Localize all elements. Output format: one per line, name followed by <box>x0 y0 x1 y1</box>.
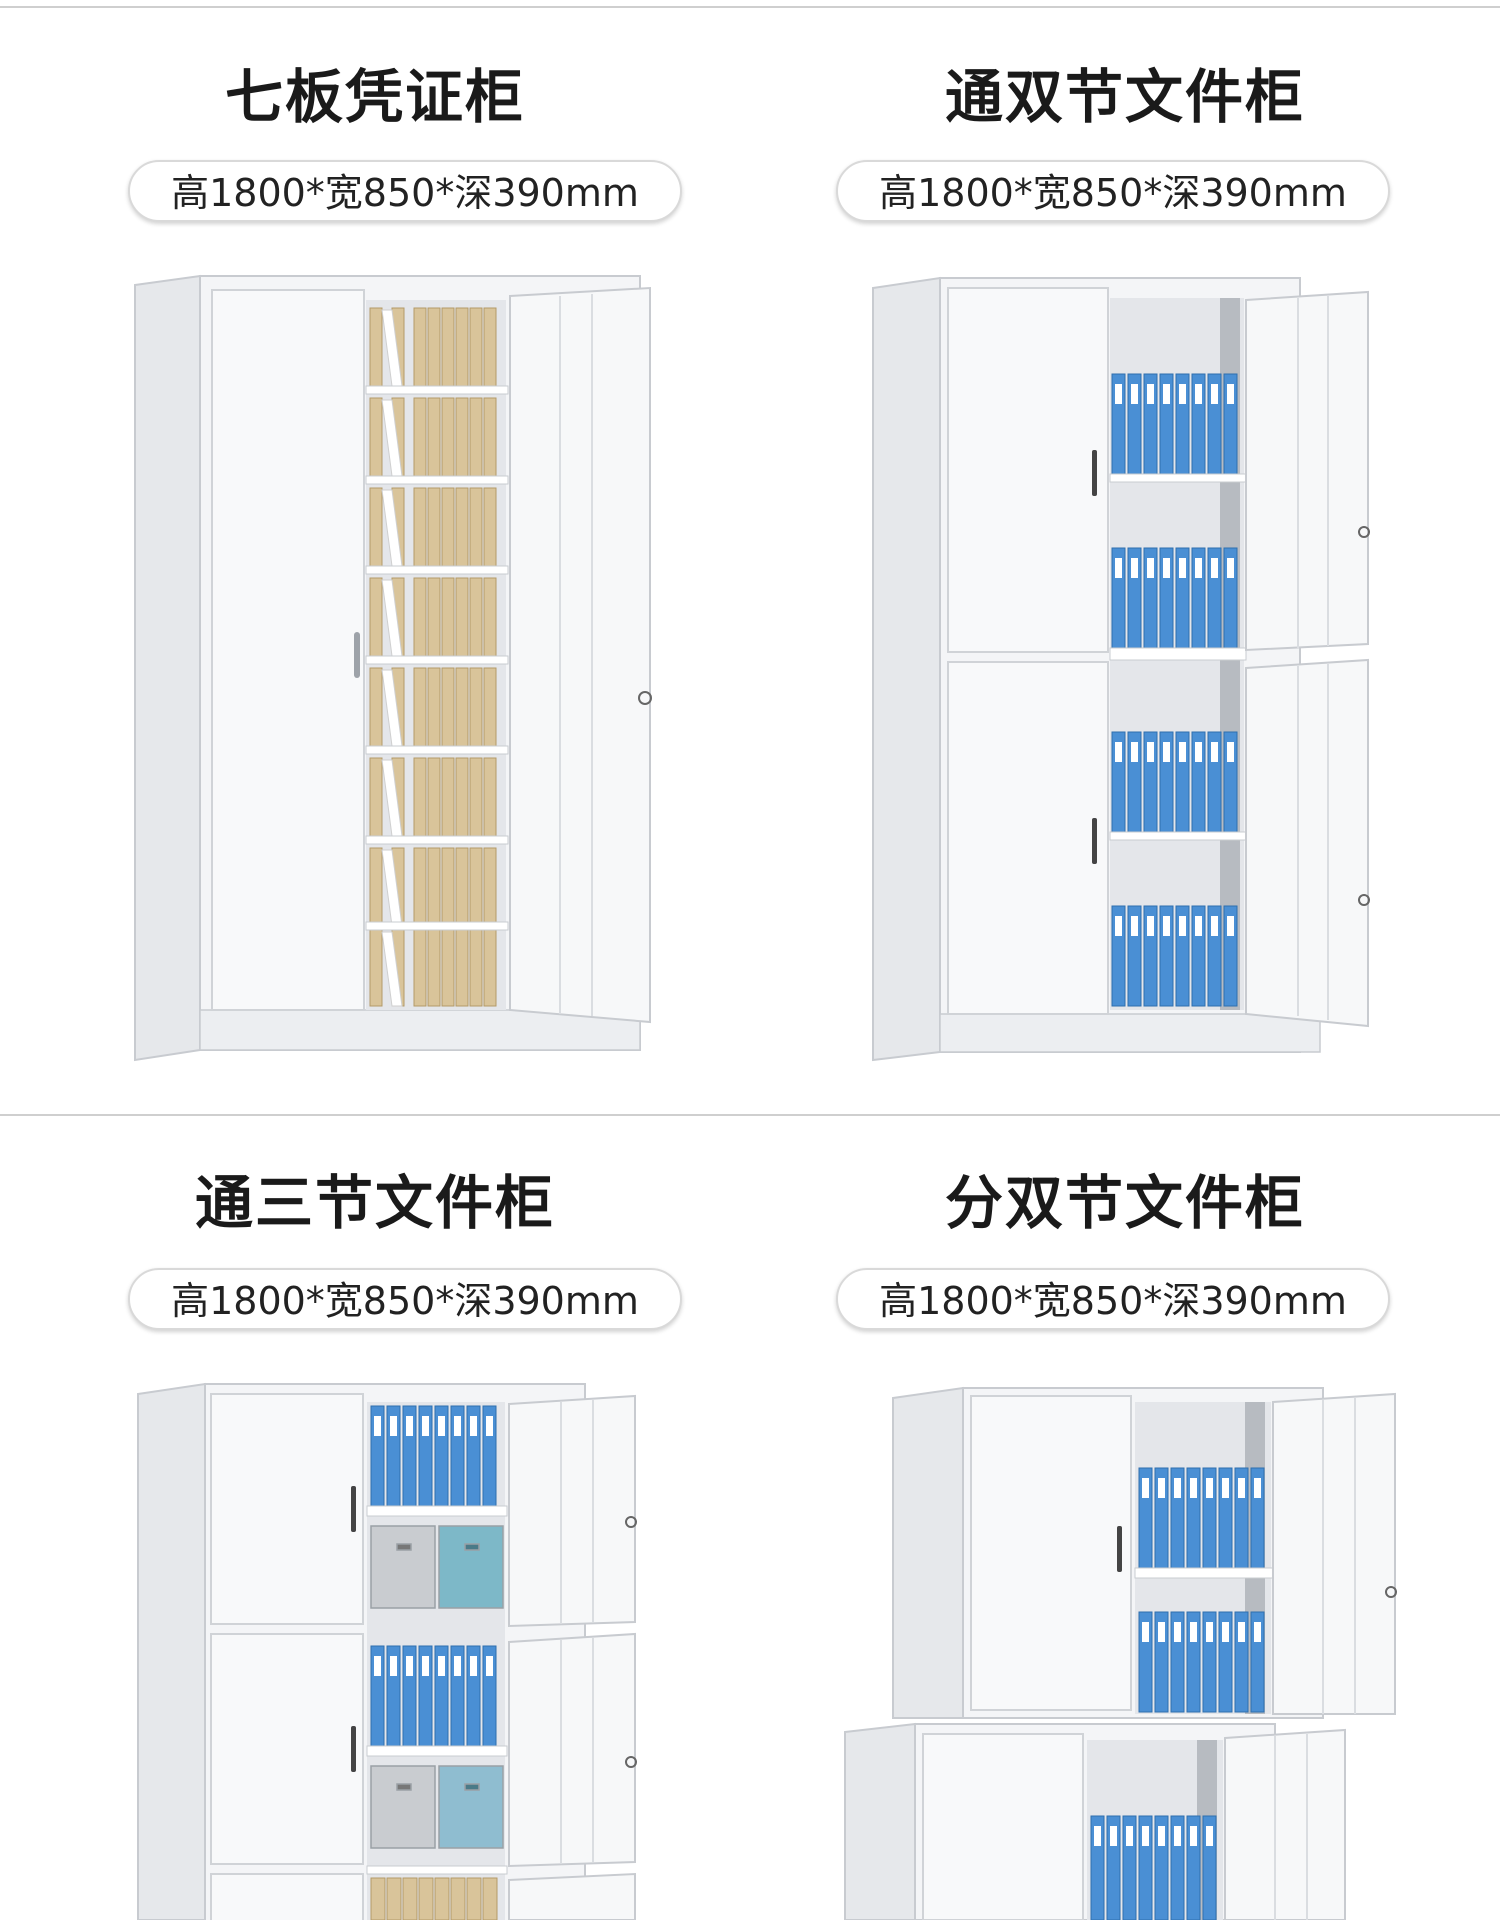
product-card-split-double-section[interactable]: 分双节文件柜 高1800*宽850*深390mm <box>750 1116 1500 1920</box>
product-card-seven-shelf[interactable]: 七板凭证柜 高1800*宽850*深390mm <box>0 0 750 1110</box>
product-title: 分双节文件柜 <box>944 1169 1305 1237</box>
size-badge: 高1800*宽850*深390mm <box>128 1268 682 1330</box>
product-card-double-section[interactable]: 通双节文件柜 高1800*宽850*深390mm <box>750 0 1500 1110</box>
product-title: 通三节文件柜 <box>194 1169 555 1237</box>
top-divider <box>0 6 1500 8</box>
row-divider <box>0 1114 1500 1116</box>
split-double-section-cabinet-image <box>844 1386 1397 1920</box>
size-badge: 高1800*宽850*深390mm <box>836 1268 1390 1330</box>
product-title: 七板凭证柜 <box>224 63 525 131</box>
seven-shelf-cabinet-image <box>134 274 652 1062</box>
triple-section-cabinet-image <box>137 1382 637 1920</box>
double-section-cabinet-image <box>872 276 1370 1062</box>
size-badge: 高1800*宽850*深390mm <box>836 160 1390 222</box>
product-title: 通双节文件柜 <box>944 63 1305 131</box>
size-badge: 高1800*宽850*深390mm <box>128 160 682 222</box>
product-card-triple-section[interactable]: 通三节文件柜 高1800*宽850*深390mm <box>0 1116 750 1920</box>
